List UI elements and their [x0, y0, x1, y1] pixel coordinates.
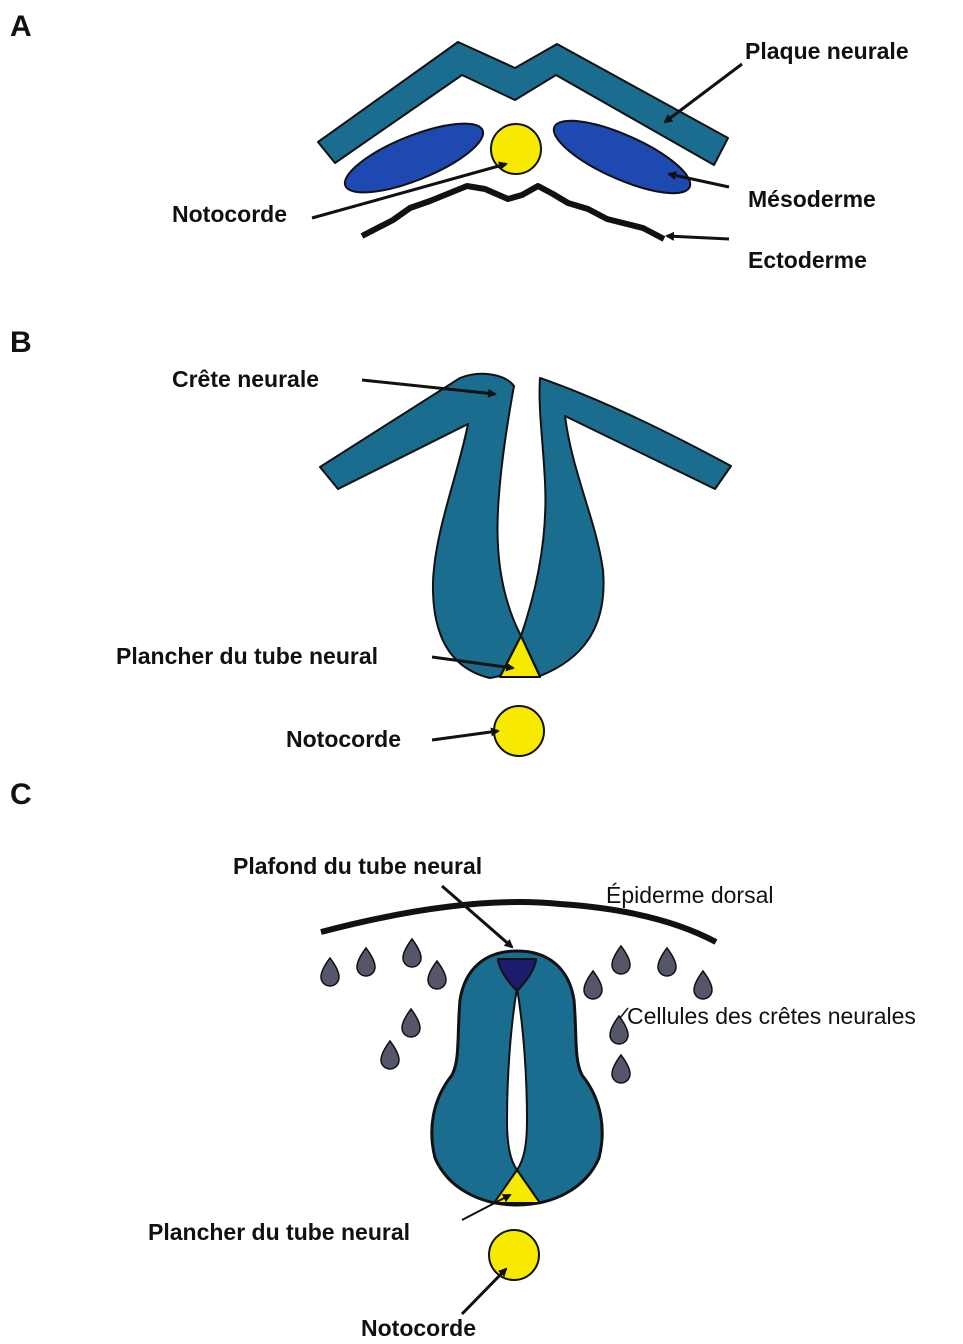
crest-cell	[403, 939, 421, 967]
label-plancher-c: Plancher du tube neural	[148, 1219, 410, 1246]
label-mesoderme: Mésoderme	[748, 186, 876, 213]
panel-b	[320, 374, 731, 756]
label-plaque-neurale: Plaque neurale	[745, 38, 909, 65]
label-epiderme-dorsal: Épiderme dorsal	[606, 882, 773, 909]
arrow-ectoderme	[667, 236, 729, 239]
label-plafond: Plafond du tube neural	[233, 853, 482, 880]
ectoderm-line	[362, 186, 664, 239]
label-notocorde-a: Notocorde	[172, 201, 287, 228]
label-ectoderme: Ectoderme	[748, 247, 867, 274]
crest-cell	[584, 971, 602, 999]
arrow-notocorde-c	[462, 1269, 506, 1314]
label-notocorde-b: Notocorde	[286, 726, 401, 753]
crest-cell	[658, 948, 676, 976]
label-crete-neurale: Crête neurale	[172, 366, 319, 393]
crest-cell	[694, 971, 712, 999]
arrow-notocorde-b	[432, 731, 498, 740]
label-cellules-cretes: Cellules des crêtes neurales	[627, 1003, 916, 1030]
label-plancher-b: Plancher du tube neural	[116, 643, 378, 670]
crest-cell	[612, 1055, 630, 1083]
notochord-c	[489, 1230, 539, 1280]
crest-cell	[610, 1016, 628, 1044]
panel-c	[321, 886, 716, 1314]
arrow-plafond	[442, 886, 512, 947]
arrow-plaque-neurale	[665, 64, 742, 122]
notochord-b	[494, 706, 544, 756]
crest-cell	[402, 1009, 420, 1037]
neural-fold-left	[320, 374, 521, 678]
crest-cell	[381, 1041, 399, 1069]
crest-cell	[357, 948, 375, 976]
crest-cell	[428, 961, 446, 989]
crest-cell	[612, 946, 630, 974]
crest-cell	[321, 958, 339, 986]
panel-a	[312, 42, 742, 239]
label-notocorde-c: Notocorde	[361, 1315, 476, 1342]
neural-fold-right	[521, 378, 731, 676]
